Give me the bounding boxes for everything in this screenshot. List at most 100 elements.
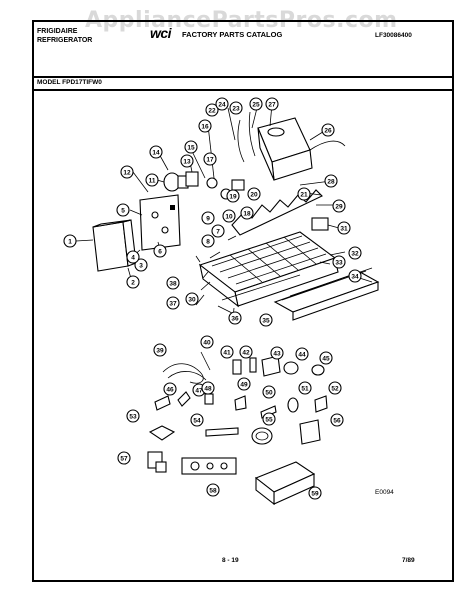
- callout-17: 17: [203, 152, 217, 166]
- callout-circle: [185, 292, 199, 306]
- callout-label: 45: [322, 355, 330, 362]
- callout-16: 16: [198, 119, 212, 133]
- callout-label: 27: [268, 101, 276, 108]
- callout-circle: [190, 413, 204, 427]
- callout-label: 24: [218, 101, 226, 108]
- callout-label: 3: [139, 262, 143, 269]
- callout-44: 44: [295, 347, 309, 361]
- wci-logo: wci: [150, 25, 172, 41]
- callout-circle: [229, 101, 243, 115]
- callout-label: 30: [188, 296, 196, 303]
- callout-58: 58: [206, 483, 220, 497]
- part-46: [154, 395, 171, 411]
- callout-38: 38: [166, 276, 180, 290]
- callout-circle: [226, 189, 240, 203]
- callout-label: 51: [301, 385, 309, 392]
- callout-label: 40: [203, 339, 211, 346]
- callout-5: 5: [116, 203, 130, 217]
- callout-circle: [332, 199, 346, 213]
- callout-label: 58: [209, 487, 217, 494]
- callout-40: 40: [200, 335, 214, 349]
- callout-45: 45: [319, 351, 333, 365]
- catalog-number: LF30086400: [375, 32, 412, 39]
- callout-circle: [134, 258, 148, 272]
- callout-circle: [332, 255, 346, 269]
- callout-circle: [166, 276, 180, 290]
- callout-circle: [324, 174, 338, 188]
- callout-circle: [206, 483, 220, 497]
- callout-circle: [63, 234, 77, 248]
- callout-label: 16: [201, 123, 209, 130]
- callout-circle: [180, 154, 194, 168]
- callout-29: 29: [332, 199, 346, 213]
- model-divider: [34, 89, 452, 91]
- callout-circle: [126, 250, 140, 264]
- callout-33: 33: [332, 255, 346, 269]
- callout-circle: [116, 203, 130, 217]
- callout-label: 17: [206, 156, 214, 163]
- callout-circle: [262, 412, 276, 426]
- part-wire-40: [200, 351, 211, 371]
- callout-24: 24: [215, 97, 229, 111]
- part-52: [314, 395, 328, 413]
- callout-label: 9: [206, 215, 210, 222]
- callout-2: 2: [126, 275, 140, 289]
- callout-20: 20: [247, 187, 261, 201]
- callout-26: 26: [321, 123, 335, 137]
- callout-circle: [259, 313, 273, 327]
- callout-circle: [249, 97, 263, 111]
- callout-label: 23: [232, 105, 240, 112]
- callout-circle: [295, 347, 309, 361]
- callout-11: 11: [145, 173, 159, 187]
- callout-label: 13: [183, 158, 191, 165]
- part-49: [234, 395, 247, 411]
- callout-circle: [145, 173, 159, 187]
- part-motor: [163, 172, 189, 192]
- callout-circle: [117, 451, 131, 465]
- callout-label: 54: [193, 417, 201, 424]
- callout-57: 57: [117, 451, 131, 465]
- callout-circle: [265, 97, 279, 111]
- callout-label: 29: [335, 203, 343, 210]
- callout-circle: [297, 187, 311, 201]
- model-label: MODEL FPD17TIFW0: [37, 79, 102, 86]
- callout-label: 12: [123, 169, 131, 176]
- callout-label: 34: [351, 273, 359, 280]
- callout-19: 19: [226, 189, 240, 203]
- callout-circle: [200, 335, 214, 349]
- callout-53: 53: [126, 409, 140, 423]
- callout-label: 38: [169, 280, 177, 287]
- callout-circle: [319, 351, 333, 365]
- callout-circle: [153, 244, 167, 258]
- part-54: [205, 427, 239, 437]
- callout-circle: [220, 345, 234, 359]
- part-45: [311, 364, 325, 376]
- callout-circle: [201, 211, 215, 225]
- callout-28: 28: [324, 174, 338, 188]
- callout-circle: [201, 234, 215, 248]
- callout-label: 55: [265, 416, 273, 423]
- callout-label: 19: [229, 193, 237, 200]
- callout-label: 31: [340, 225, 348, 232]
- callout-circle: [237, 377, 251, 391]
- callout-15: 15: [184, 140, 198, 154]
- callout-21: 21: [297, 187, 311, 201]
- callout-50: 50: [262, 385, 276, 399]
- callout-label: 25: [252, 101, 260, 108]
- callout-circle: [126, 275, 140, 289]
- part-53: [148, 425, 176, 441]
- callout-12: 12: [120, 165, 134, 179]
- page-frame: [32, 20, 454, 582]
- callout-label: 53: [129, 413, 137, 420]
- callout-label: 20: [250, 191, 258, 198]
- part-bracket: [311, 217, 329, 231]
- callout-circle: [205, 103, 219, 117]
- callout-label: 48: [204, 385, 212, 392]
- callout-circle: [163, 382, 177, 396]
- callout-circle: [330, 413, 344, 427]
- callout-label: 50: [265, 389, 273, 396]
- callout-label: 1: [68, 238, 72, 245]
- callout-31: 31: [337, 221, 351, 235]
- header-divider: [34, 76, 452, 78]
